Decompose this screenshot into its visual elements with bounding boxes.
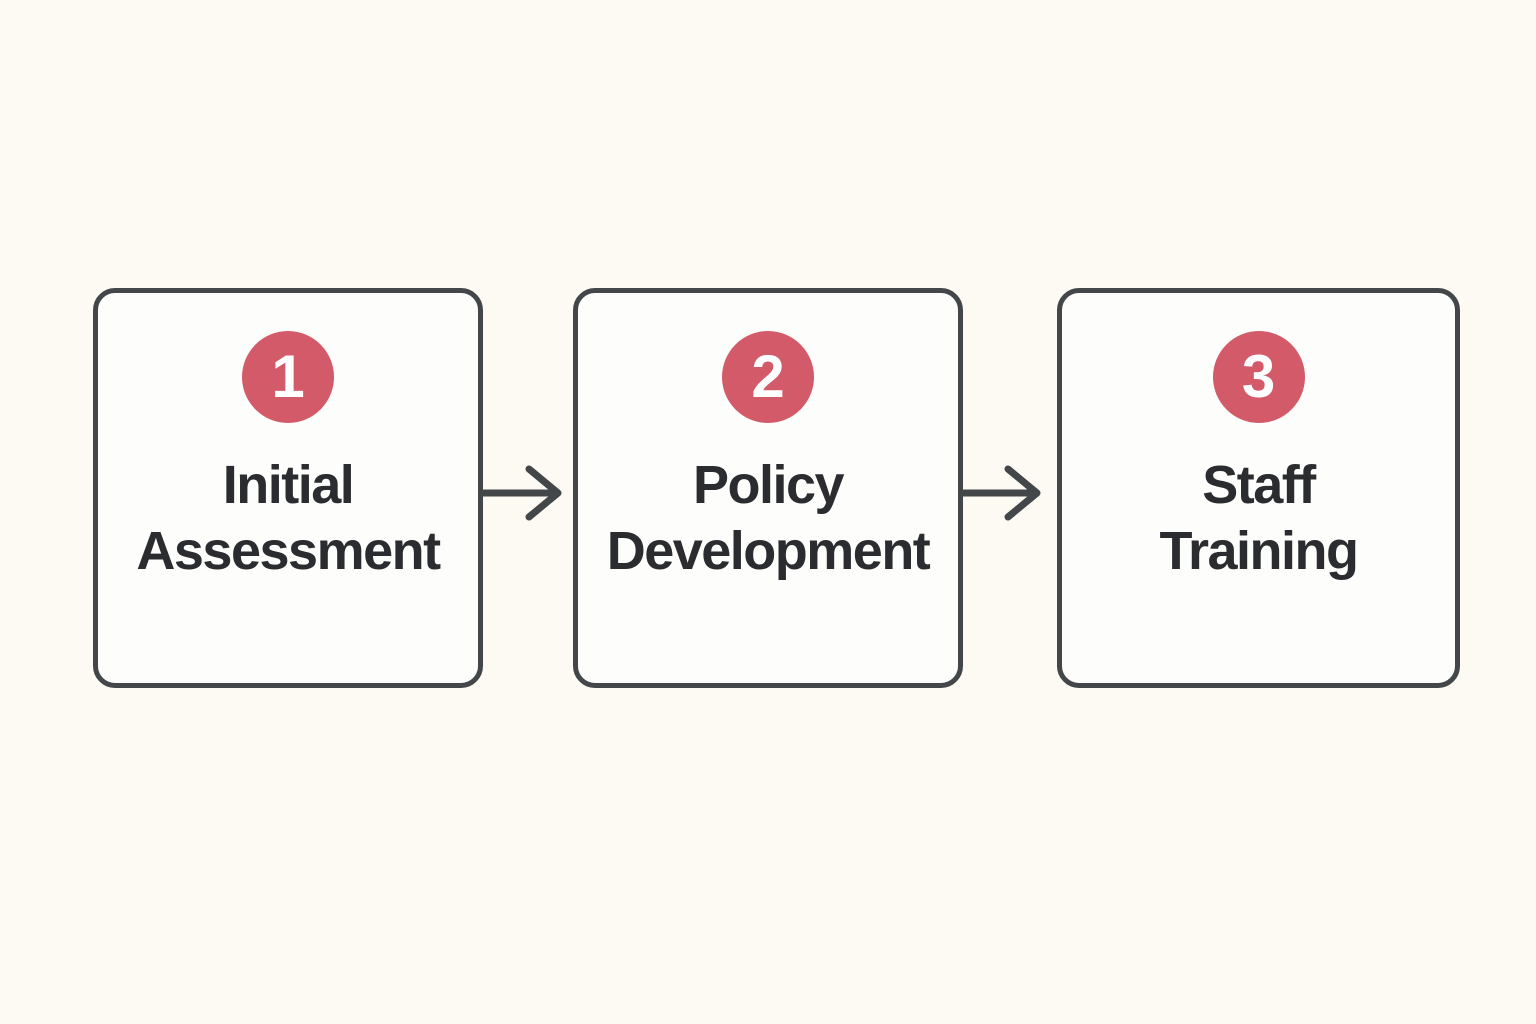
step-label-line2: Training [1159,520,1359,581]
step-box-initial-assessment: 1 Initial Assessment [93,288,483,688]
step-number-badge: 3 [1212,331,1305,423]
right-arrow-icon [482,465,562,521]
step-number: 2 [751,343,785,410]
step-label: Staff Training [1159,453,1359,585]
step-label: Initial Assessment [136,453,441,585]
step-number-badge: 2 [722,331,814,423]
step-label: Policy Development [606,453,931,585]
right-arrow-icon [961,465,1041,521]
step-box-policy-development: 2 Policy Development [573,288,963,688]
step-label-line2: Development [606,520,931,581]
step-number: 1 [271,343,305,410]
step-box-staff-training: 3 Staff Training [1057,288,1460,688]
step-label-line2: Assessment [136,520,441,581]
step-label-line1: Initial [222,455,355,515]
step-label-line1: Policy [692,455,845,515]
step-number-badge: 1 [242,331,334,423]
step-label-line1: Staff [1202,455,1316,515]
step-number: 3 [1241,343,1276,410]
